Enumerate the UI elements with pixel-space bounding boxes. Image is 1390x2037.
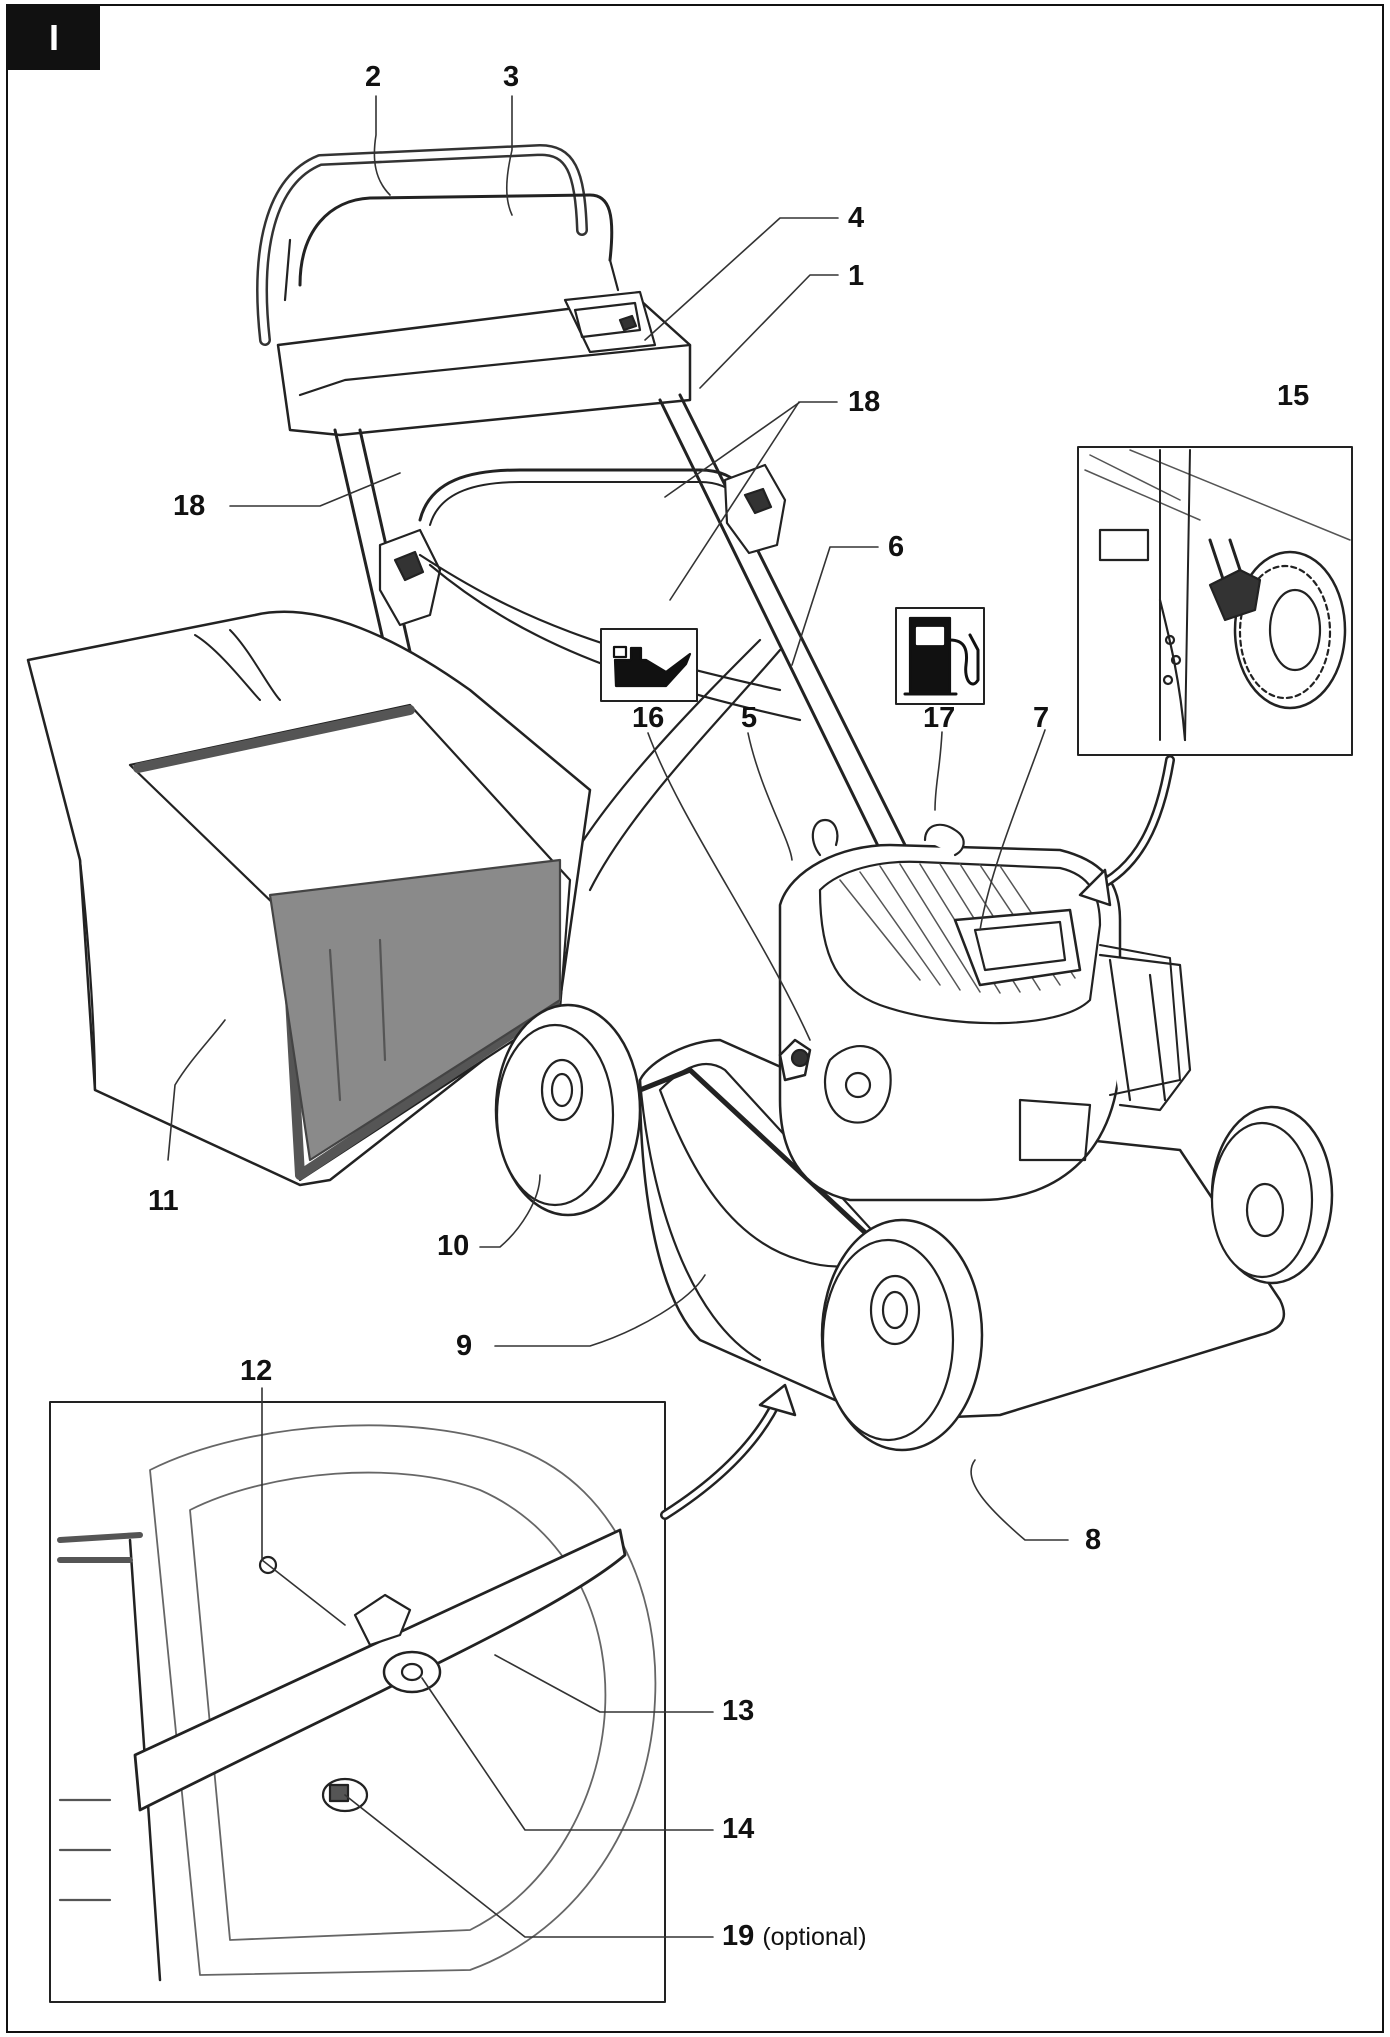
- engine: [778, 818, 1192, 1202]
- callout-12: 12: [240, 1355, 273, 1387]
- callout-14: 14: [722, 1813, 755, 1845]
- callout-2: 2: [365, 61, 382, 93]
- callout-7: 7: [1033, 702, 1050, 734]
- callout-1: 1: [848, 260, 865, 292]
- oil-filler-cap: [778, 1038, 812, 1082]
- callout-3: 3: [503, 61, 520, 93]
- grass-catcher: [26, 610, 592, 1187]
- callout-16: 16: [632, 702, 665, 734]
- callout-9: 9: [456, 1330, 473, 1362]
- wheel-rear-left: [494, 1003, 642, 1217]
- callout-18-left: 18: [173, 490, 206, 522]
- wheel-rear-right: [1099, 944, 1181, 1096]
- fuel-pump-icon: [895, 607, 985, 705]
- inset-arrows: [660, 755, 1175, 1520]
- optional-note: (optional): [762, 1923, 867, 1951]
- callout-18-right: 18: [848, 386, 881, 418]
- oil-can-icon: [600, 628, 698, 702]
- callout-6: 6: [888, 531, 905, 563]
- callout-17: 17: [923, 702, 956, 734]
- callout-10: 10: [437, 1230, 470, 1262]
- wheel-front-right: [1210, 1105, 1334, 1285]
- handle-bar: [256, 144, 620, 346]
- handle-console: [276, 290, 692, 437]
- callout-19-number: 19: [722, 1920, 755, 1952]
- callout-11: 11: [148, 1185, 179, 1217]
- handle-clamps: [378, 463, 787, 627]
- callout-8: 8: [1085, 1524, 1102, 1556]
- figure-frame: [6, 4, 1384, 2033]
- callout-19: 19 (optional): [722, 1922, 867, 1951]
- leader-lines: [167, 95, 1069, 1938]
- callout-13: 13: [722, 1695, 755, 1727]
- wheel-front-left: [820, 1218, 984, 1452]
- callout-15: 15: [1277, 380, 1310, 412]
- callout-5: 5: [741, 702, 758, 734]
- figure-tab: I: [8, 6, 100, 70]
- inset-height-adjust: [1077, 446, 1353, 756]
- callout-4: 4: [848, 202, 865, 234]
- inset-blade: [49, 1401, 666, 2003]
